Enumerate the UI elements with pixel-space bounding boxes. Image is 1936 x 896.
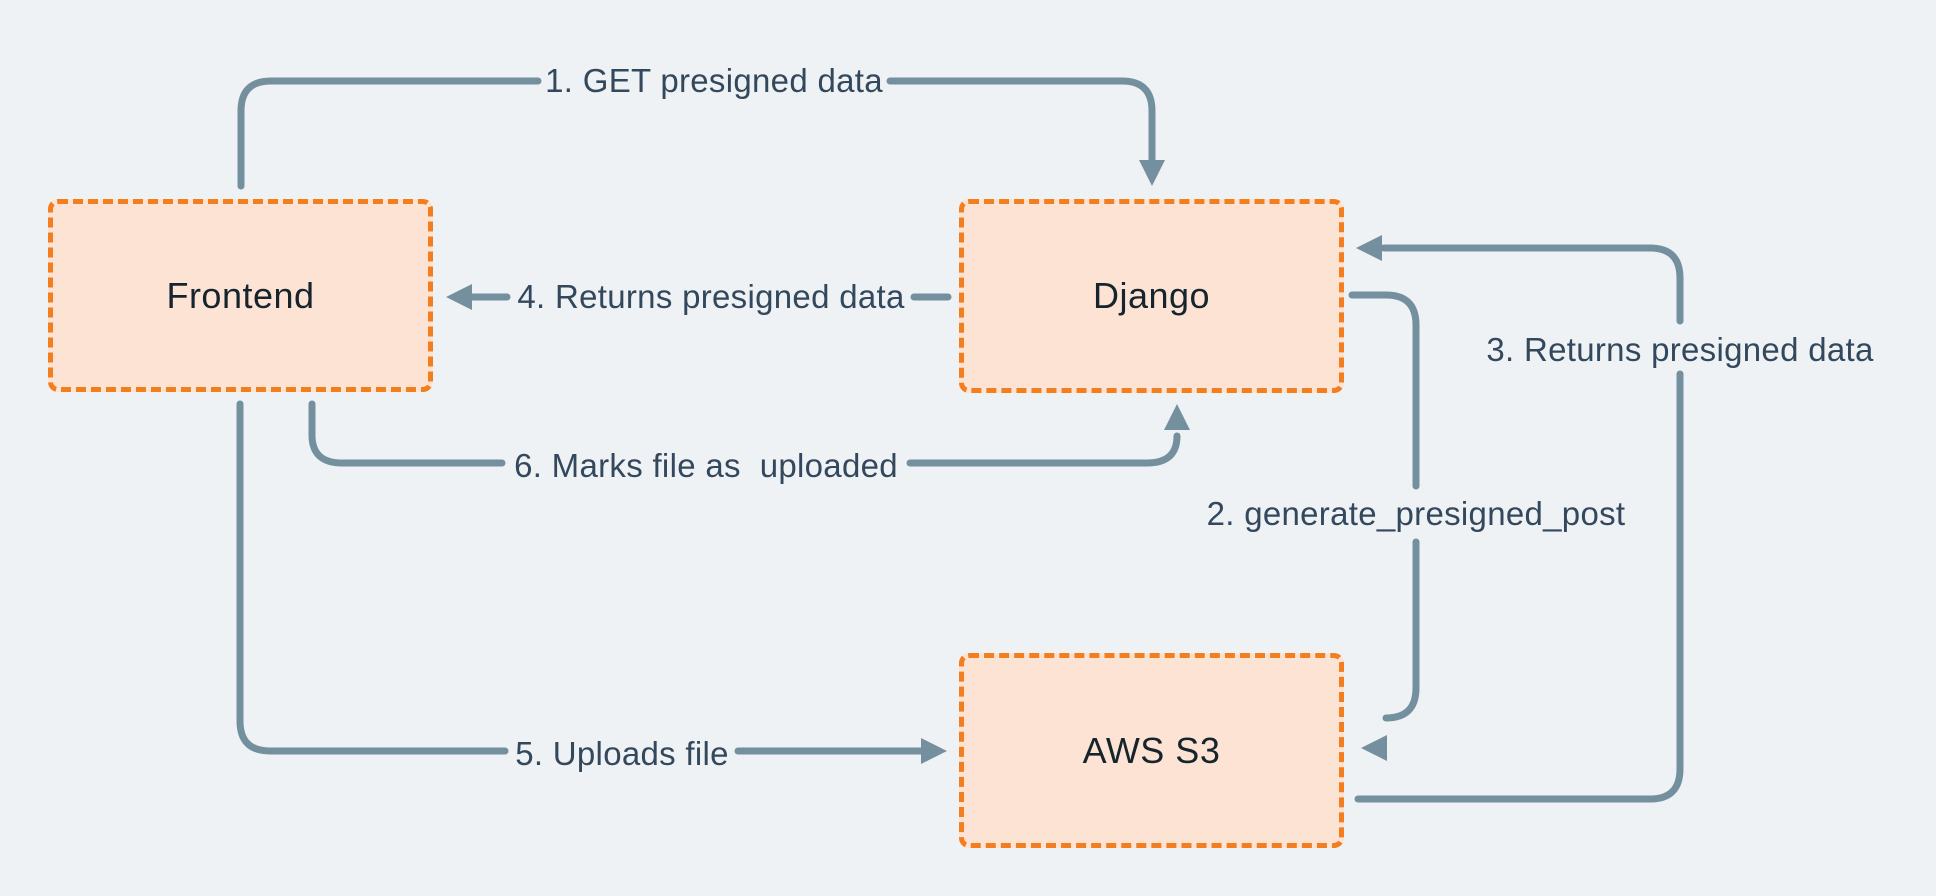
edge-2-path: [1348, 291, 1420, 722]
edge-5-path: [236, 400, 925, 755]
edge-3-path: [1354, 244, 1684, 803]
edge-1-label: 1. GET presigned data: [545, 62, 883, 99]
edge-3-label: 3. Returns presigned data: [1486, 331, 1874, 368]
edge-2-label: 2. generate_presigned_post: [1206, 495, 1626, 532]
django-node-label: Django: [1092, 275, 1211, 316]
aws-s3-node: AWS S3: [959, 653, 1344, 848]
edge-3-arrowhead-icon: [1356, 235, 1382, 261]
edge-2-arrowhead-icon: [1361, 735, 1387, 761]
edge-6-path: [308, 400, 1181, 467]
edge-5-label: 5. Uploads file: [515, 735, 729, 772]
edge-4-label: 4. Returns presigned data: [517, 278, 905, 315]
frontend-node: Frontend: [48, 199, 433, 392]
edge-5-arrowhead-icon: [921, 738, 947, 764]
edge-6-arrowhead-icon: [1164, 404, 1190, 430]
edge-4-arrowhead-icon: [446, 284, 472, 310]
django-node: Django: [959, 199, 1344, 393]
edge-6-label: 6. Marks file as uploaded: [514, 447, 898, 484]
frontend-node-label: Frontend: [166, 274, 315, 316]
edge-1-arrowhead-icon: [1139, 160, 1165, 186]
edge-1-path: [237, 77, 1156, 190]
aws-s3-node-label: AWS S3: [1082, 729, 1221, 771]
